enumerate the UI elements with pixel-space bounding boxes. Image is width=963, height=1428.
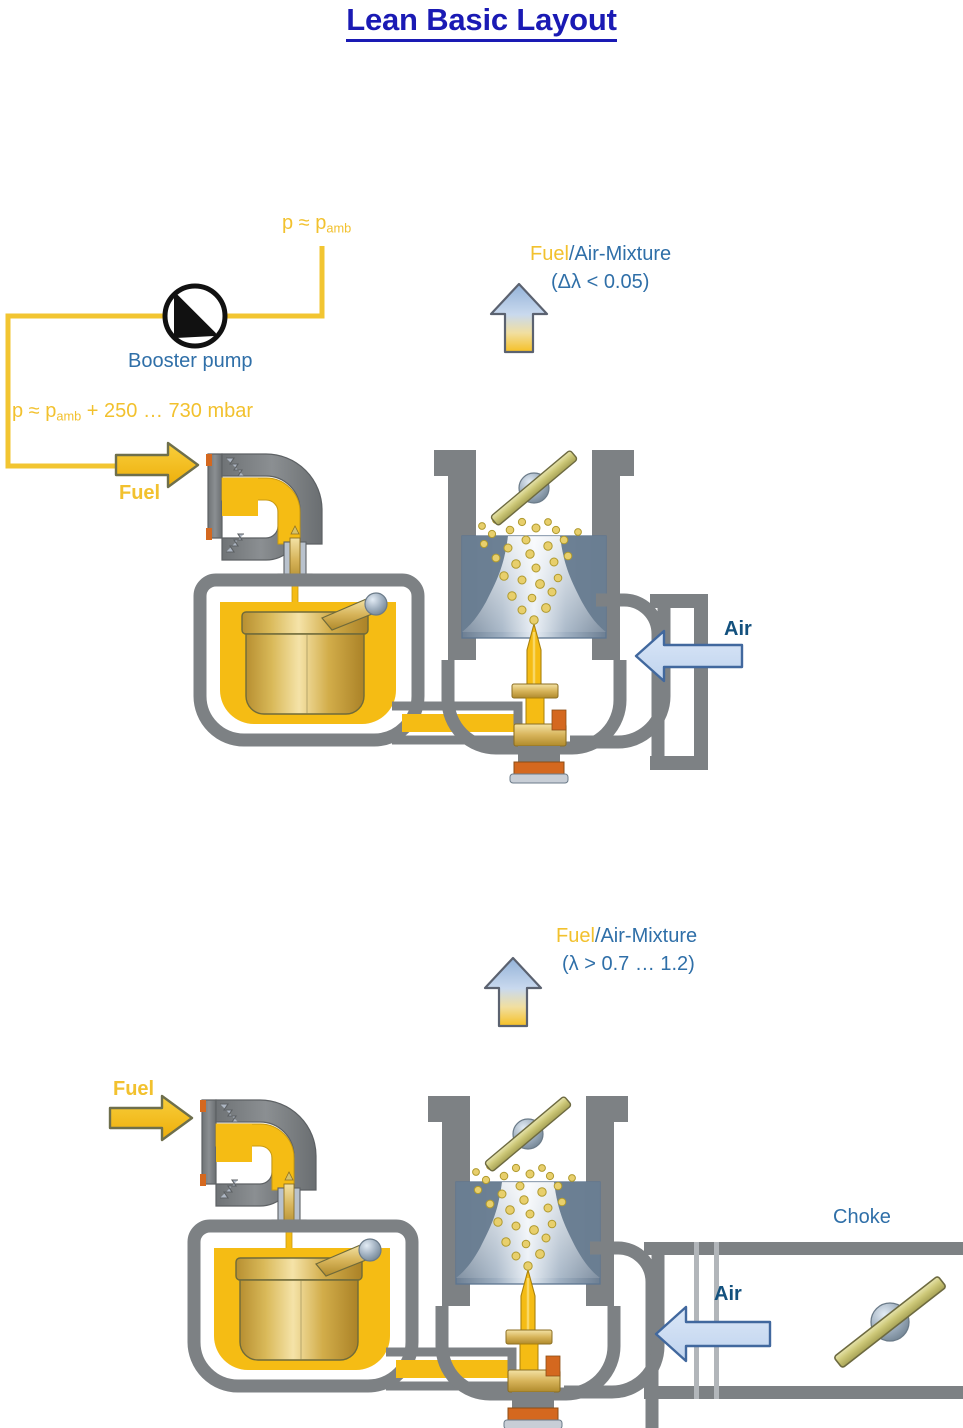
label-pressure-ambient: p ≈ pamb — [282, 212, 352, 236]
label-fuel-bottom: Fuel — [113, 1078, 155, 1100]
air-inlet-arrow-top — [634, 629, 744, 683]
fuel-supply-line — [5, 246, 325, 469]
label-mixture-air-top: /Air-Mixture — [568, 243, 672, 265]
label-pressure-boosted: p ≈ pamb + 250 … 730 mbar — [12, 400, 254, 424]
carburetor-assembly-bottom — [194, 1094, 628, 1428]
page-title: Lean Basic Layout — [0, 2, 963, 42]
diagram-top — [5, 246, 744, 783]
label-mixture-lambda-top: (Δλ < 0.05) — [551, 271, 650, 293]
label-mixture-lambda-bottom: (λ > 0.7 … 1.2) — [562, 953, 695, 975]
carburetor-assembly-top — [200, 448, 634, 783]
fuel-inlet-arrow — [114, 441, 200, 489]
label-mixture-fuel-top: Fuel — [530, 243, 569, 265]
label-choke: Choke — [833, 1206, 891, 1228]
label-mixture-bottom: Fuel/Air-Mixture — [556, 925, 697, 947]
label-mixture-top: Fuel/Air-Mixture — [530, 243, 671, 265]
fuel-inlet-arrow-bottom — [108, 1094, 194, 1142]
label-fuel-top: Fuel — [119, 482, 161, 504]
label-mixture-fuel-bottom: Fuel — [556, 925, 595, 947]
choke-plate — [834, 1276, 946, 1368]
diagram-bottom — [108, 956, 963, 1428]
label-air-bottom: Air — [714, 1283, 742, 1305]
label-mixture-air-bottom: /Air-Mixture — [594, 925, 698, 947]
label-air-top: Air — [724, 618, 752, 640]
label-pressure-ambient-sub: amb — [326, 220, 352, 236]
page-title-text: Lean Basic Layout — [346, 2, 617, 42]
air-inlet-arrow-bottom — [654, 1305, 772, 1363]
booster-pump — [162, 283, 228, 349]
mixture-outlet-arrow-top — [489, 282, 549, 354]
mixture-outlet-arrow-bottom — [483, 956, 543, 1028]
label-booster-pump: Booster pump — [128, 350, 253, 372]
air-horn-top — [570, 593, 708, 770]
air-horn-bottom — [564, 1241, 963, 1428]
